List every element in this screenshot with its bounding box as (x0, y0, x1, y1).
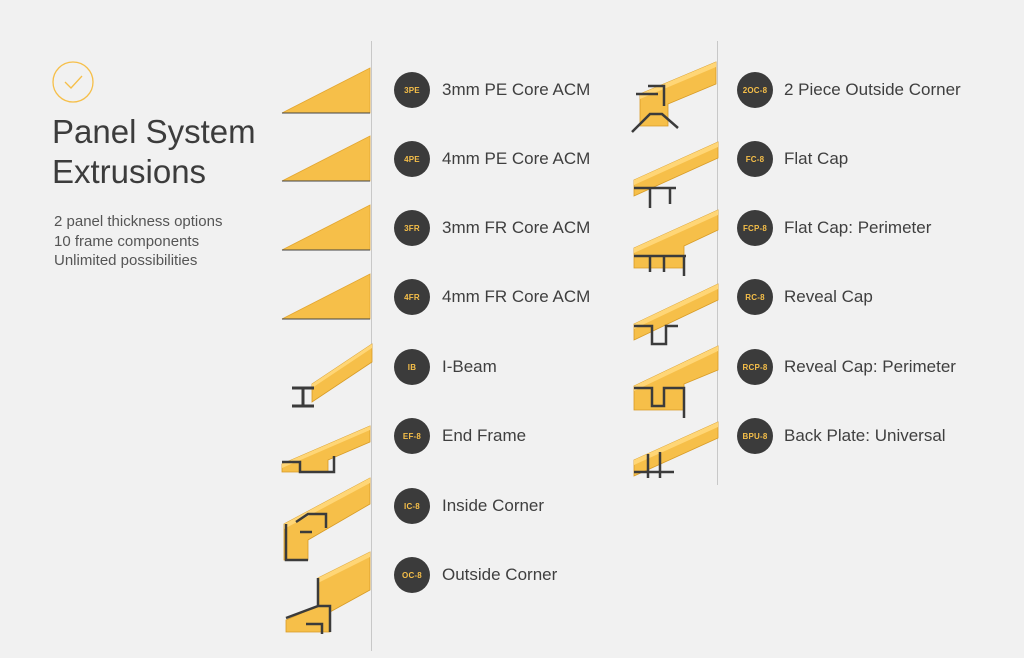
code-badge: EF-8 (394, 418, 430, 454)
component-label: Flat Cap (784, 149, 849, 168)
code-badge: BPU-8 (737, 418, 773, 454)
check-circle-icon (52, 61, 94, 103)
page-title: Panel System Extrusions (52, 112, 256, 192)
code-badge: IB (394, 349, 430, 385)
back-plate-profile-icon (633, 421, 719, 478)
component-label: End Frame (442, 426, 527, 445)
outside-corner-profile-icon (285, 551, 371, 634)
tagline-line-3: Unlimited possibilities (54, 252, 198, 269)
code-badge: 4PE (394, 141, 430, 177)
i-beam-profile-icon (292, 343, 373, 408)
two-piece-corner-profile-icon (631, 61, 717, 133)
wedge-profile-icon (281, 273, 371, 320)
code-badge: RCP-8 (737, 349, 773, 385)
component-label: Inside Corner (442, 496, 545, 515)
component-label: 3mm PE Core ACM (442, 80, 591, 99)
code-badge: 4FR (394, 279, 430, 315)
component-label: 2 Piece Outside Corner (784, 80, 961, 99)
component-label: Reveal Cap (784, 287, 873, 306)
component-label: Reveal Cap: Perimeter (784, 357, 956, 376)
flat-cap-perimeter-profile-icon (633, 209, 719, 276)
code-badge: FC-8 (737, 141, 773, 177)
title-line-2: Extrusions (52, 153, 207, 190)
component-label: I-Beam (442, 357, 497, 376)
wedge-profile-icon (281, 67, 371, 114)
right-divider (717, 41, 718, 485)
code-badge: FCP-8 (737, 210, 773, 246)
inside-corner-profile-icon (283, 477, 371, 562)
tagline-line-1: 2 panel thickness options (54, 213, 223, 230)
code-badge: OC-8 (394, 557, 430, 593)
component-label: Flat Cap: Perimeter (784, 218, 932, 237)
wedge-profile-icon (281, 135, 371, 182)
code-badge: 3FR (394, 210, 430, 246)
component-label: 3mm FR Core ACM (442, 218, 591, 237)
code-badge: IC-8 (394, 488, 430, 524)
component-label: 4mm FR Core ACM (442, 287, 591, 306)
component-label: Back Plate: Universal (784, 426, 946, 445)
code-badge: RC-8 (737, 279, 773, 315)
tagline-line-2: 10 frame components (54, 232, 200, 250)
end-frame-profile-icon (281, 425, 371, 474)
reveal-cap-profile-icon (633, 283, 719, 346)
wedge-profile-icon (281, 204, 371, 251)
title-line-1: Panel System (52, 113, 256, 150)
reveal-cap-perimeter-profile-icon (633, 345, 719, 418)
code-badge: 2OC-8 (737, 72, 773, 108)
component-label: Outside Corner (442, 565, 558, 584)
code-badge: 3PE (394, 72, 430, 108)
component-label: 4mm PE Core ACM (442, 149, 591, 168)
flat-cap-profile-icon (633, 141, 719, 208)
tagline: 2 panel thickness options 10 frame compo… (54, 212, 222, 271)
